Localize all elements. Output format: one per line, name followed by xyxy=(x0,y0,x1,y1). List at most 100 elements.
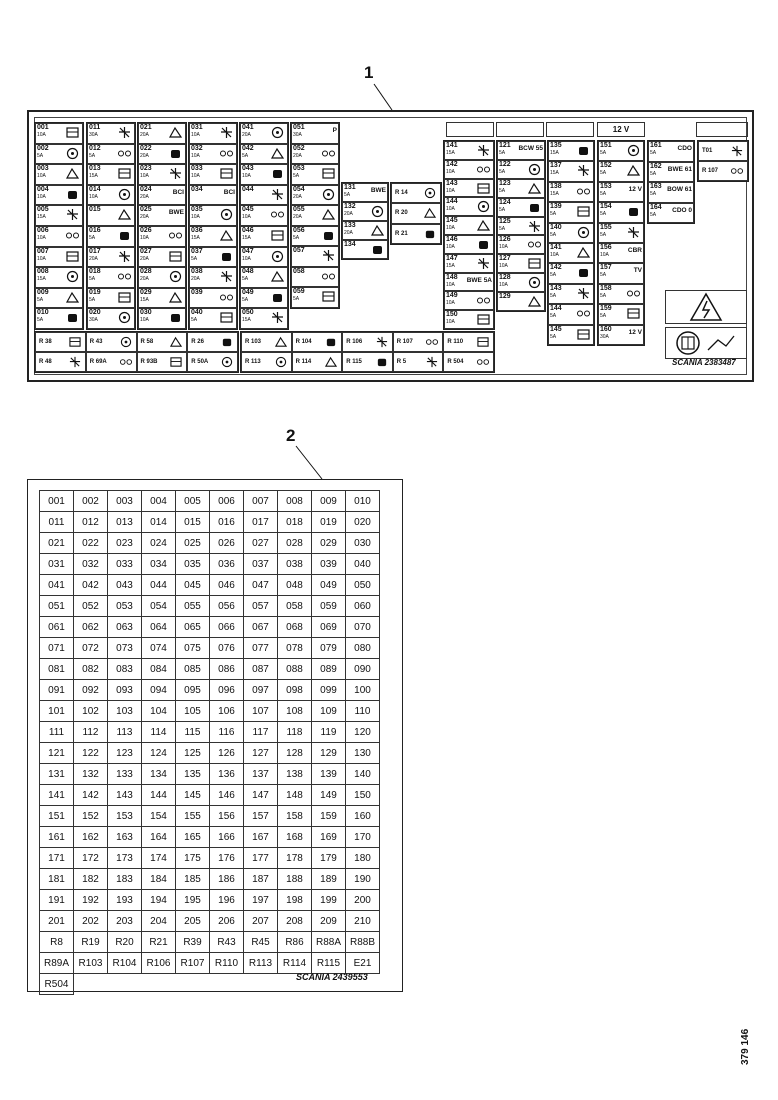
table-cell: 097 xyxy=(243,679,278,701)
fuse-amperage: 10A xyxy=(446,168,455,175)
fuse-id: 144 xyxy=(550,305,562,313)
pictogram-icon xyxy=(222,252,231,261)
fuse-id: 038 xyxy=(191,268,203,276)
fuse-amperage: 5A xyxy=(550,292,557,299)
fuse-id: 159 xyxy=(600,305,612,313)
table-cell: 129 xyxy=(311,742,346,764)
relay-id: R 106 xyxy=(346,339,363,345)
fuse-amperage: 20A xyxy=(140,132,149,138)
table-cell: R107 xyxy=(175,952,210,974)
table-cell: R19 xyxy=(73,931,108,953)
pictogram-icon xyxy=(477,166,490,173)
pictogram-icon xyxy=(170,168,181,180)
table-cell: 070 xyxy=(345,616,380,638)
fuse-id: 160 xyxy=(600,325,612,333)
table-cell: 056 xyxy=(209,595,244,617)
table-cell: 031 xyxy=(39,553,74,575)
table-cell: 025 xyxy=(175,532,210,554)
table-cell: 018 xyxy=(277,511,312,533)
table-cell: 043 xyxy=(107,574,142,596)
table-cell: 068 xyxy=(277,616,312,638)
fuse-id: 005 xyxy=(37,206,49,214)
table-cell: 011 xyxy=(39,511,74,533)
fuse-id: 029 xyxy=(140,288,152,296)
table-cell: 017 xyxy=(243,511,278,533)
pictogram-icon xyxy=(66,250,79,262)
fuse-amperage: 20A xyxy=(140,193,149,200)
table-cell: 193 xyxy=(107,889,142,911)
fuse-id: 036 xyxy=(191,227,203,234)
fuse-amperage: 5A xyxy=(499,206,506,213)
relay-id: R 103 xyxy=(245,339,262,345)
fuse-amperage: 10A xyxy=(89,193,98,200)
fuse-amperage: 30A xyxy=(89,317,98,324)
table-cell: 109 xyxy=(311,700,346,722)
fuse-id: 163 xyxy=(650,183,662,190)
table-cell xyxy=(277,973,312,995)
pictogram-icon xyxy=(120,232,129,240)
fuse-amperage: 5A xyxy=(550,211,557,218)
table-cell: 195 xyxy=(175,889,210,911)
table-cell: 119 xyxy=(311,721,346,743)
table-cell: 001 xyxy=(39,490,74,512)
fuse-id: 007 xyxy=(37,247,49,255)
table-cell: 028 xyxy=(277,532,312,554)
table-cell: 178 xyxy=(277,847,312,869)
table-cell: 127 xyxy=(243,742,278,764)
fuse-cell: 039 xyxy=(189,287,237,309)
table-cell: 105 xyxy=(175,700,210,722)
relay-cell: R 21 xyxy=(391,223,441,244)
pictogram-icon xyxy=(118,168,131,179)
pictogram-icon xyxy=(370,224,385,236)
table-cell: 101 xyxy=(39,700,74,722)
fuse-function-label: BWE 5A xyxy=(466,276,492,284)
table-cell: 065 xyxy=(175,616,210,638)
fuse-amperage: 10A xyxy=(191,214,200,221)
fuse-id: 022 xyxy=(140,144,152,152)
fuse-amperage: 10A xyxy=(446,206,455,213)
pictogram-icon xyxy=(579,269,588,278)
table-cell: 198 xyxy=(277,889,312,911)
fuse-id: 149 xyxy=(446,292,458,300)
relay-id: R 69A xyxy=(89,359,107,365)
relay-cell: R 14 xyxy=(391,183,441,204)
table-cell: 085 xyxy=(175,658,210,680)
table-cell: 089 xyxy=(311,658,346,680)
table-cell xyxy=(73,973,108,995)
pictogram-icon xyxy=(66,232,79,239)
relay-cell: R 38 xyxy=(35,332,86,352)
fuse-amperage: 5A xyxy=(344,192,351,198)
panel-header-icon-3 xyxy=(546,122,594,137)
table-cell: 092 xyxy=(73,679,108,701)
table-cell: 204 xyxy=(141,910,176,932)
fuse-function-label: BOW 61 xyxy=(667,186,692,193)
fuse-amperage: 5A xyxy=(37,296,44,303)
pictogram-icon xyxy=(577,310,590,317)
fuse-id: 158 xyxy=(600,284,612,292)
fuse-amperage: 30A xyxy=(89,132,98,138)
pictogram-icon xyxy=(271,211,284,218)
table-cell: 134 xyxy=(141,763,176,785)
pictogram-icon xyxy=(578,165,589,177)
pictogram-icon xyxy=(627,308,640,319)
table-cell: 169 xyxy=(311,826,346,848)
fuse-amperage: 10A xyxy=(446,281,455,288)
table-cell xyxy=(209,973,244,995)
pictogram-icon xyxy=(628,226,639,238)
